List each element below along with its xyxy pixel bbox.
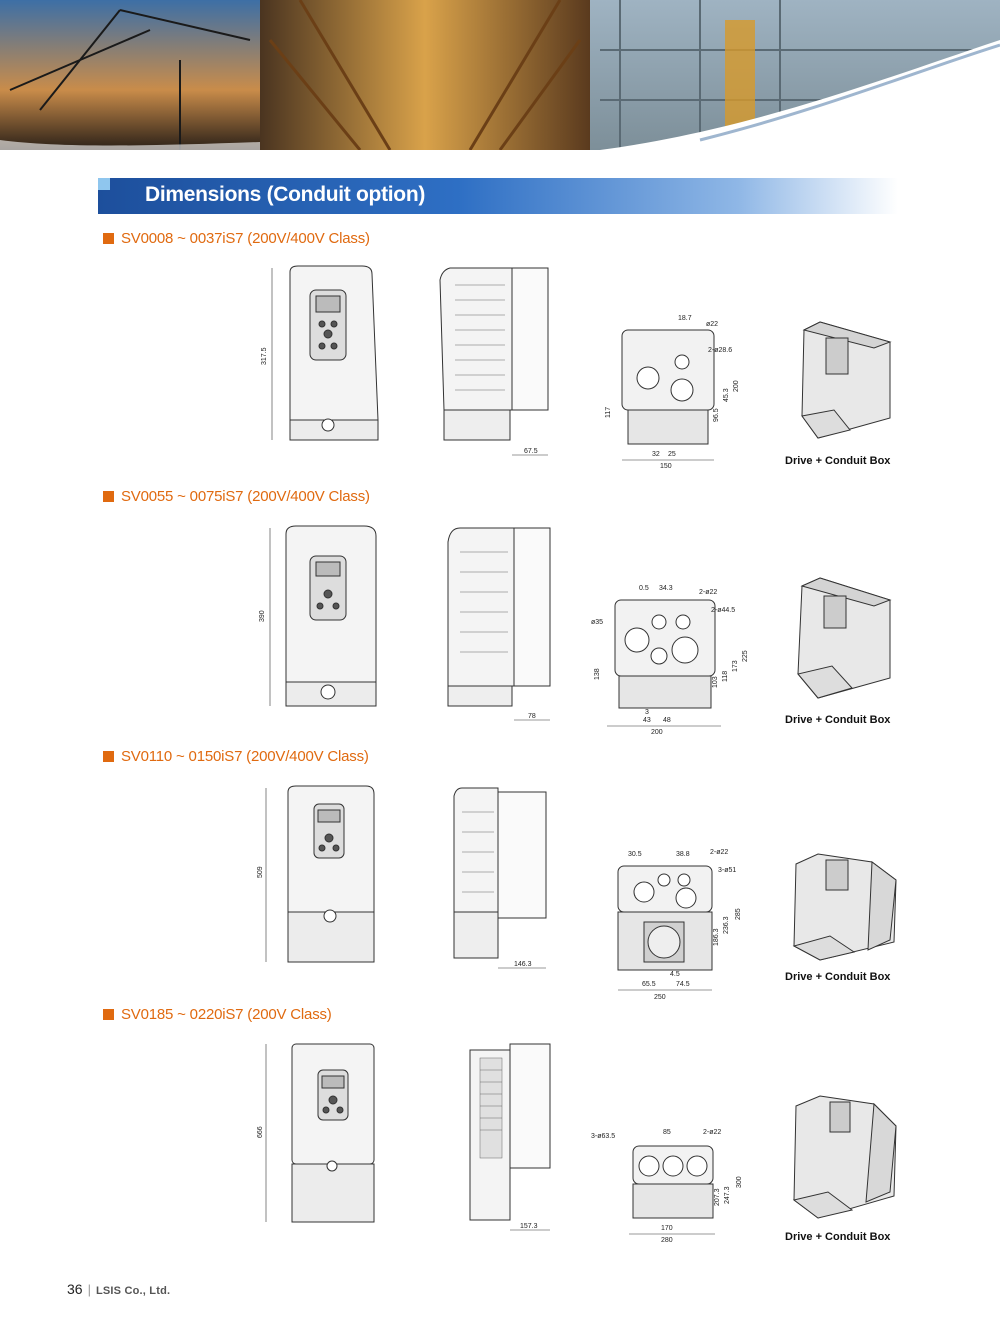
dim-label: 170 [661,1225,673,1232]
dim-label: 2-ø28.6 [708,347,732,354]
iso-drawing-4 [792,1095,897,1219]
dim-label: 200 [651,729,663,736]
dim-label: 32 [652,451,660,458]
dim-label: 4.5 [670,971,680,978]
front-side-drawing-2: 390 78 [259,525,551,721]
bottom-view-drawing-1: 18.7 ø22 2-ø28.6 117 96.5 45.3 200 32 25… [605,315,740,470]
model-heading-1: SV0008 ~ 0037iS7 (200V/400V Class) [103,230,370,247]
dim-label: 173 [732,660,739,672]
dim-label: 2-ø22 [710,849,728,856]
dim-label: 2-ø22 [699,589,717,596]
dim-label: 45.3 [723,388,730,402]
dim-label: 236.3 [723,916,730,934]
dim-label: 48 [663,717,671,724]
dim-label: 38.8 [676,851,690,858]
bottom-view-drawing-4: 3-ø63.5 85 2-ø22 207.3 247.3 300 170 280 [591,1129,743,1244]
front-height-label: 317.5 [261,347,268,365]
dim-label: 118 [722,671,729,682]
side-depth-label: 78 [528,713,536,720]
iso-caption: Drive + Conduit Box [785,971,891,983]
dim-label: 65.5 [642,981,656,988]
header-banner-image [0,0,1000,150]
front-side-drawing-3: 509 146.3 [257,785,547,969]
dim-label: 85 [663,1129,671,1136]
dim-label: 186.3 [713,928,720,946]
dim-label: 74.5 [676,981,690,988]
side-depth-label: 67.5 [524,448,538,455]
iso-drawing-2 [797,577,892,699]
dim-label: 2-ø22 [703,1129,721,1136]
title-marker [98,178,110,190]
dim-label: 0.5 [639,585,649,592]
model-heading-4: SV0185 ~ 0220iS7 (200V Class) [103,1006,332,1023]
dim-label: 103 [712,676,719,688]
front-height-label: 390 [259,610,266,622]
dim-label: 25 [668,451,676,458]
dim-label: 3-ø63.5 [591,1133,615,1140]
section-title-main: Dimensions [145,183,262,206]
front-height-label: 666 [257,1126,264,1138]
page-number: 36 [67,1281,83,1297]
dim-label: ø35 [591,619,603,626]
model-heading-3: SV0110 ~ 0150iS7 (200V/400V Class) [103,748,369,765]
front-side-drawing-4: 666 157.3 [257,1043,551,1231]
bottom-view-drawing-3: 30.5 38.8 2-ø22 3-ø51 186.3 236.3 285 4.… [617,849,742,1001]
dim-label: 280 [661,1237,673,1244]
dim-label: 34.3 [659,585,673,592]
dim-label: 96.5 [713,408,720,422]
dim-label: 285 [735,908,742,920]
iso-caption: Drive + Conduit Box [785,455,891,467]
model-heading-text: SV0185 ~ 0220iS7 (200V Class) [121,1006,332,1023]
iso-caption: Drive + Conduit Box [785,714,891,726]
iso-drawing-3 [792,853,897,961]
dim-label: 250 [654,994,666,1001]
page-footer: 36|LSIS Co., Ltd. [67,1281,171,1297]
dim-label: 2-ø44.5 [711,607,735,614]
model-heading-text: SV0055 ~ 0075iS7 (200V/400V Class) [121,488,370,505]
dim-label: 43 [643,717,651,724]
bottom-view-drawing-2: 0.5 34.3 2-ø22 2-ø44.5 ø35 138 103 118 1… [591,585,749,736]
dim-label: ø22 [706,321,718,328]
company-name: LSIS Co., Ltd. [95,1285,171,1297]
dim-label: 117 [605,407,612,418]
side-depth-label: 146.3 [514,961,532,968]
dim-label: 3 [645,709,649,716]
section-title: Dimensions (Conduit option) [145,183,425,207]
model-heading-text: SV0110 ~ 0150iS7 (200V/400V Class) [121,748,369,765]
side-depth-label: 157.3 [520,1223,538,1230]
dim-label: 150 [660,463,672,470]
dim-label: 18.7 [678,315,692,322]
dim-label: 30.5 [628,851,642,858]
dim-label: 207.3 [714,1188,721,1206]
section-title-sub: (Conduit option) [266,183,426,206]
dim-label: 225 [742,650,749,662]
dim-label: 300 [736,1176,743,1188]
dim-label: 3-ø51 [718,867,736,874]
front-side-drawing-1: 317.5 67.5 [261,265,549,456]
dim-label: 247.3 [724,1186,731,1204]
iso-drawing-1 [801,321,892,439]
iso-caption: Drive + Conduit Box [785,1231,891,1243]
dim-label: 138 [594,668,601,680]
dim-label: 200 [733,380,740,392]
model-heading-2: SV0055 ~ 0075iS7 (200V/400V Class) [103,488,370,505]
front-height-label: 509 [257,866,264,878]
model-heading-text: SV0008 ~ 0037iS7 (200V/400V Class) [121,230,370,247]
section-title-bar [98,178,898,214]
